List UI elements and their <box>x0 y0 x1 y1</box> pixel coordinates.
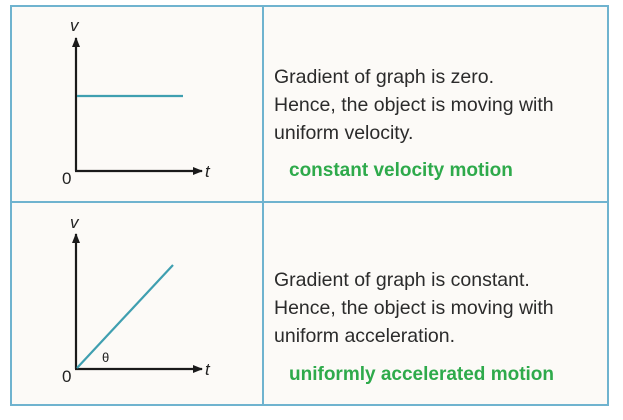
velocity-time-graph-constant: v 0 t <box>62 16 211 188</box>
row-divider <box>10 201 609 203</box>
angle-label: θ <box>102 350 109 365</box>
x-axis-label: t <box>205 162 211 181</box>
velocity-time-graph-accelerating: v 0 t θ <box>62 213 211 386</box>
label-uniform-acceleration: uniformly accelerated motion <box>289 364 555 385</box>
description-line: Gradient of graph is constant. <box>274 269 530 291</box>
comparison-table <box>10 5 609 406</box>
x-axis-label: t <box>205 360 211 379</box>
column-divider <box>262 5 264 406</box>
description-uniform-acceleration: Gradient of graph is constant. Hence, th… <box>274 266 604 350</box>
origin-label: 0 <box>62 169 71 188</box>
description-line: Hence, the object is moving with <box>274 297 554 319</box>
description-line: uniform acceleration. <box>274 325 456 347</box>
y-axis-label: v <box>70 16 80 35</box>
description-line: uniform velocity. <box>274 122 414 144</box>
description-constant-velocity: Gradient of graph is zero. Hence, the ob… <box>274 63 604 147</box>
velocity-line <box>76 264 174 369</box>
origin-label: 0 <box>62 367 71 386</box>
y-axis-label: v <box>70 213 80 232</box>
label-constant-velocity: constant velocity motion <box>289 160 513 181</box>
description-line: Gradient of graph is zero. <box>274 66 495 88</box>
description-line: Hence, the object is moving with <box>274 94 554 116</box>
